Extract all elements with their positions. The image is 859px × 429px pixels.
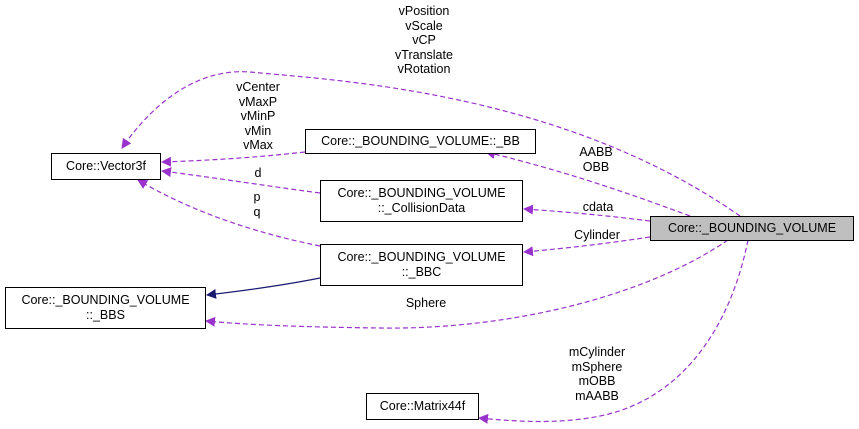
edge-label-bbc-vector3f: p q [247, 190, 267, 219]
edge-label-bv-matrix44f: mCylinder mSphere mOBB mAABB [560, 345, 634, 403]
label-vposition: vPosition [398, 4, 450, 18]
label-vmax: vMax [243, 138, 273, 152]
label-vcp: vCP [412, 33, 436, 47]
edge-label-bv-bb: AABB OBB [572, 145, 620, 174]
label-maabb: mAABB [575, 388, 619, 403]
node-bbs-line-1: Core::_BOUNDING_VOLUME [21, 293, 190, 307]
edge-bbc-vector3f [137, 179, 321, 247]
node-bbc[interactable]: Core::_BOUNDING_VOLUME ::_BBC [320, 244, 523, 286]
edge-label-bv-vector3f: vPosition vScale vCP vTranslate vRotatio… [382, 4, 466, 77]
node-vector3f-line-1: Core::Vector3f [66, 159, 146, 173]
label-obb: OBB [582, 159, 610, 174]
edge-label-collision-vector3f: d [248, 166, 268, 181]
node-collision-line-2: ::_CollisionData [377, 201, 466, 215]
node-vector3f[interactable]: Core::Vector3f [51, 153, 161, 180]
label-sphere: Sphere [405, 296, 447, 310]
node-bb-line-1: Core::_BOUNDING_VOLUME::_BB [321, 134, 520, 148]
label-vscale: vScale [405, 18, 443, 33]
edge-bv-bb [485, 149, 691, 217]
label-mcylinder: mCylinder [568, 345, 626, 359]
node-collision-line-1: Core::_BOUNDING_VOLUME [337, 186, 506, 200]
node-matrix44f-line-1: Core::Matrix44f [379, 399, 466, 413]
edge-label-bv-bbs: Sphere [396, 296, 456, 311]
label-msphere: mSphere [571, 359, 623, 374]
edge-collision-vector3f [161, 167, 321, 194]
label-vrotation: vRotation [397, 62, 451, 76]
label-aabb: AABB [579, 145, 613, 159]
label-vtranslate: vTranslate [395, 47, 453, 62]
node-bv-line-1: Core::_BOUNDING_VOLUME [667, 221, 837, 235]
edge-label-bb-vector3f: vCenter vMaxP vMinP vMin vMax [226, 80, 290, 153]
node-bbs-line-2: ::_BBS [86, 308, 125, 322]
edge-bbc-bbs-inheritance [206, 277, 321, 299]
label-vminp: vMinP [240, 109, 276, 123]
edge-label-bv-collision: cdata [574, 200, 622, 215]
node-bbc-line-2: ::_BBC [401, 265, 442, 279]
node-bounding-volume[interactable]: Core::_BOUNDING_VOLUME [650, 216, 854, 241]
label-vcenter: vCenter [236, 80, 280, 94]
label-cylinder: Cylinder [574, 228, 620, 242]
label-q: q [253, 204, 261, 219]
edge-bv-bbs [205, 239, 729, 329]
edge-bb-vector3f [161, 151, 306, 167]
label-cdata: cdata [582, 200, 614, 214]
node-matrix44f[interactable]: Core::Matrix44f [366, 393, 479, 420]
node-collision-data[interactable]: Core::_BOUNDING_VOLUME ::_CollisionData [320, 180, 523, 222]
label-mobb: mOBB [578, 374, 616, 388]
label-vmin: vMin [244, 123, 272, 138]
node-bb[interactable]: Core::_BOUNDING_VOLUME::_BB [305, 129, 536, 154]
label-vmaxp: vMaxP [238, 94, 278, 109]
label-p: p [253, 190, 261, 204]
label-d: d [254, 166, 262, 180]
edge-label-bv-bbc: Cylinder [564, 228, 630, 243]
node-bbc-line-1: Core::_BOUNDING_VOLUME [337, 250, 506, 264]
edge-bv-vector3f [121, 71, 741, 217]
node-bbs[interactable]: Core::_BOUNDING_VOLUME ::_BBS [5, 287, 206, 329]
